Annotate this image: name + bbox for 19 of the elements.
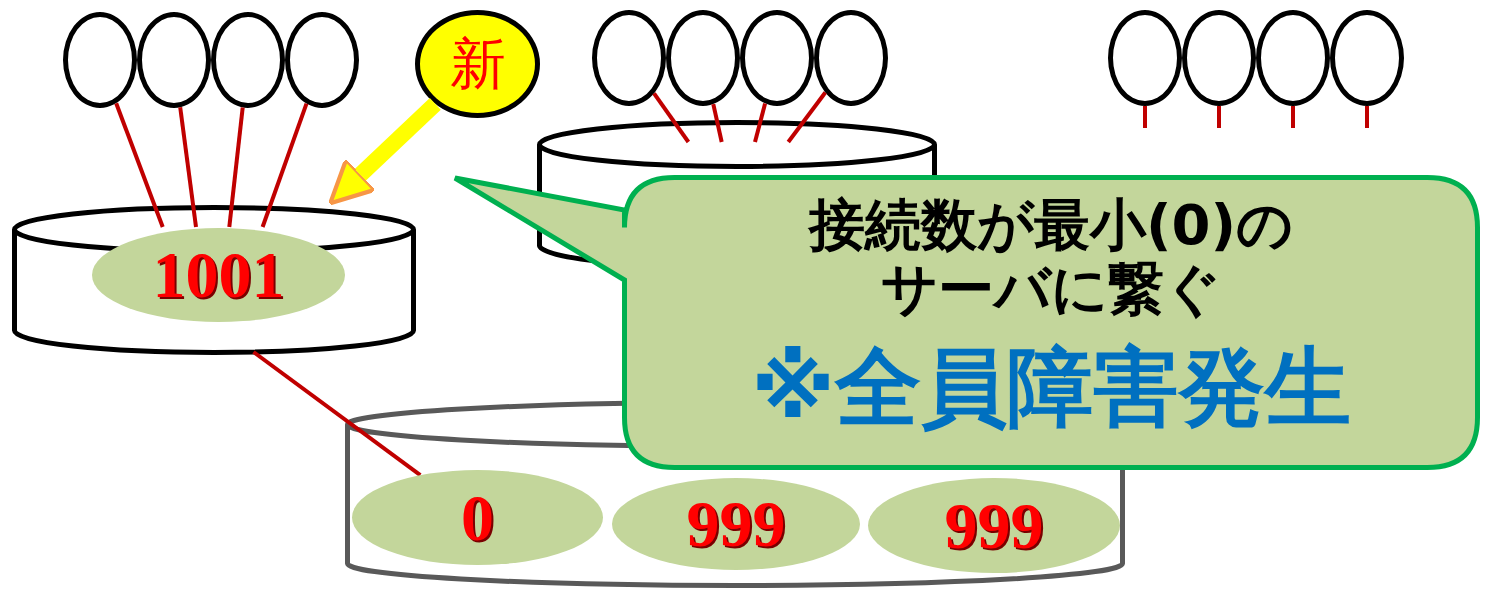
connector-line: [1291, 106, 1295, 128]
connector-line: [114, 102, 165, 228]
callout-text: 接続数が最小(0)のサーバに繋ぐ: [807, 193, 1295, 322]
connection-count: 999: [944, 492, 1044, 559]
connector-line: [1143, 106, 1147, 128]
connector-line: [178, 107, 198, 228]
connector-line: [1365, 106, 1369, 128]
connector-line: [252, 350, 422, 477]
connector-line: [711, 103, 724, 143]
connector-line: [652, 92, 691, 144]
warning-text: ※全員障害発生: [750, 340, 1352, 435]
connection-count: 999: [686, 491, 786, 557]
connector-line: [260, 102, 309, 228]
connection-count: 0: [461, 484, 494, 551]
connector-line: [1217, 106, 1221, 128]
arrow: [328, 98, 441, 206]
connector-line: [786, 91, 827, 144]
connection-count: 1001: [152, 242, 285, 308]
new-client-circle: 新: [415, 10, 540, 118]
